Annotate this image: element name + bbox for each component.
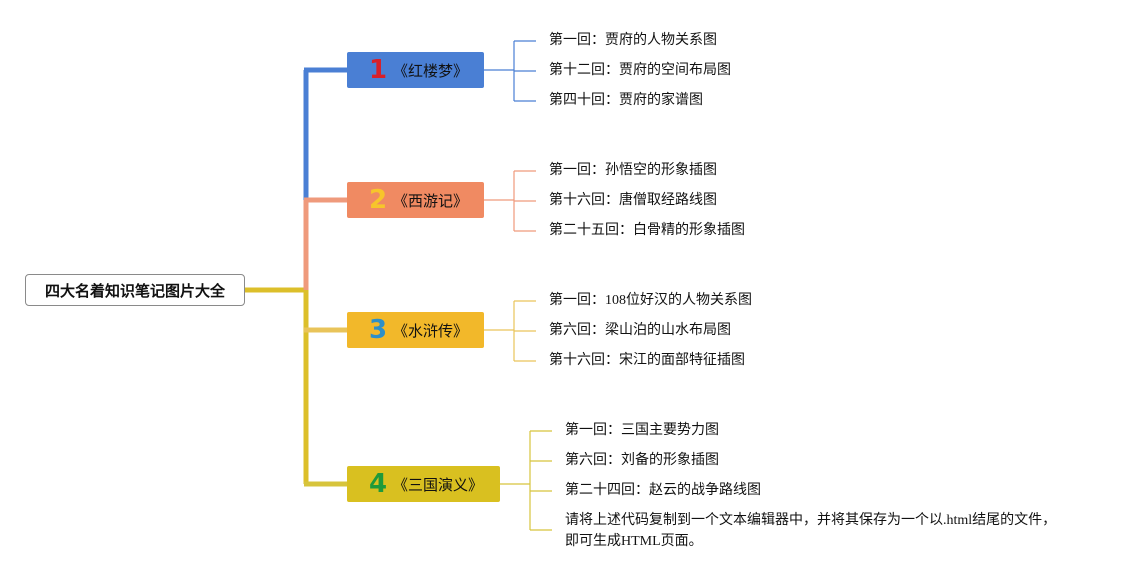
note-text: 请将上述代码复制到一个文本编辑器中，并将其保存为一个以.html结尾的文件，即可… — [565, 513, 1057, 549]
branch-number: 2 — [368, 185, 388, 215]
leaf-item: 第一回：贾府的人物关系图 — [549, 33, 717, 48]
branch-title: 《水浒传》 — [393, 323, 469, 340]
leaf-item: 第四十回：贾府的家谱图 — [549, 93, 703, 108]
branch-node-sanguoyanyi: 4 《三国演义》 — [347, 466, 500, 502]
branch-title: 《西游记》 — [393, 193, 469, 210]
branch-title: 《红楼梦》 — [393, 63, 469, 80]
root-node: 四大名着知识笔记图片大全 — [25, 274, 245, 306]
branch-node-shuihuzhuan: 3 《水浒传》 — [347, 312, 484, 348]
leaf-item: 第六回：梁山泊的山水布局图 — [549, 323, 731, 338]
leaf-item: 第一回：三国主要势力图 — [565, 423, 719, 438]
leaf-item: 第十六回：唐僧取经路线图 — [549, 193, 717, 208]
leaf-item: 第一回：108位好汉的人物关系图 — [549, 293, 752, 308]
branch-node-hongloumeng: 1 《红楼梦》 — [347, 52, 484, 88]
branch-node-xiyouji: 2 《西游记》 — [347, 182, 484, 218]
leaf-item: 第二十四回：赵云的战争路线图 — [565, 483, 761, 498]
branch-number: 3 — [368, 315, 388, 345]
leaf-item: 第六回：刘备的形象插图 — [565, 453, 719, 468]
branch-number: 1 — [368, 55, 388, 85]
branch-title: 《三国演义》 — [393, 477, 484, 494]
branch-number: 4 — [368, 469, 388, 499]
leaf-item: 第十六回：宋江的面部特征插图 — [549, 353, 745, 368]
leaf-item: 第十二回：贾府的空间布局图 — [549, 63, 731, 78]
leaf-item: 第一回：孙悟空的形象插图 — [549, 163, 717, 178]
leaf-item: 第二十五回：白骨精的形象插图 — [549, 223, 745, 238]
